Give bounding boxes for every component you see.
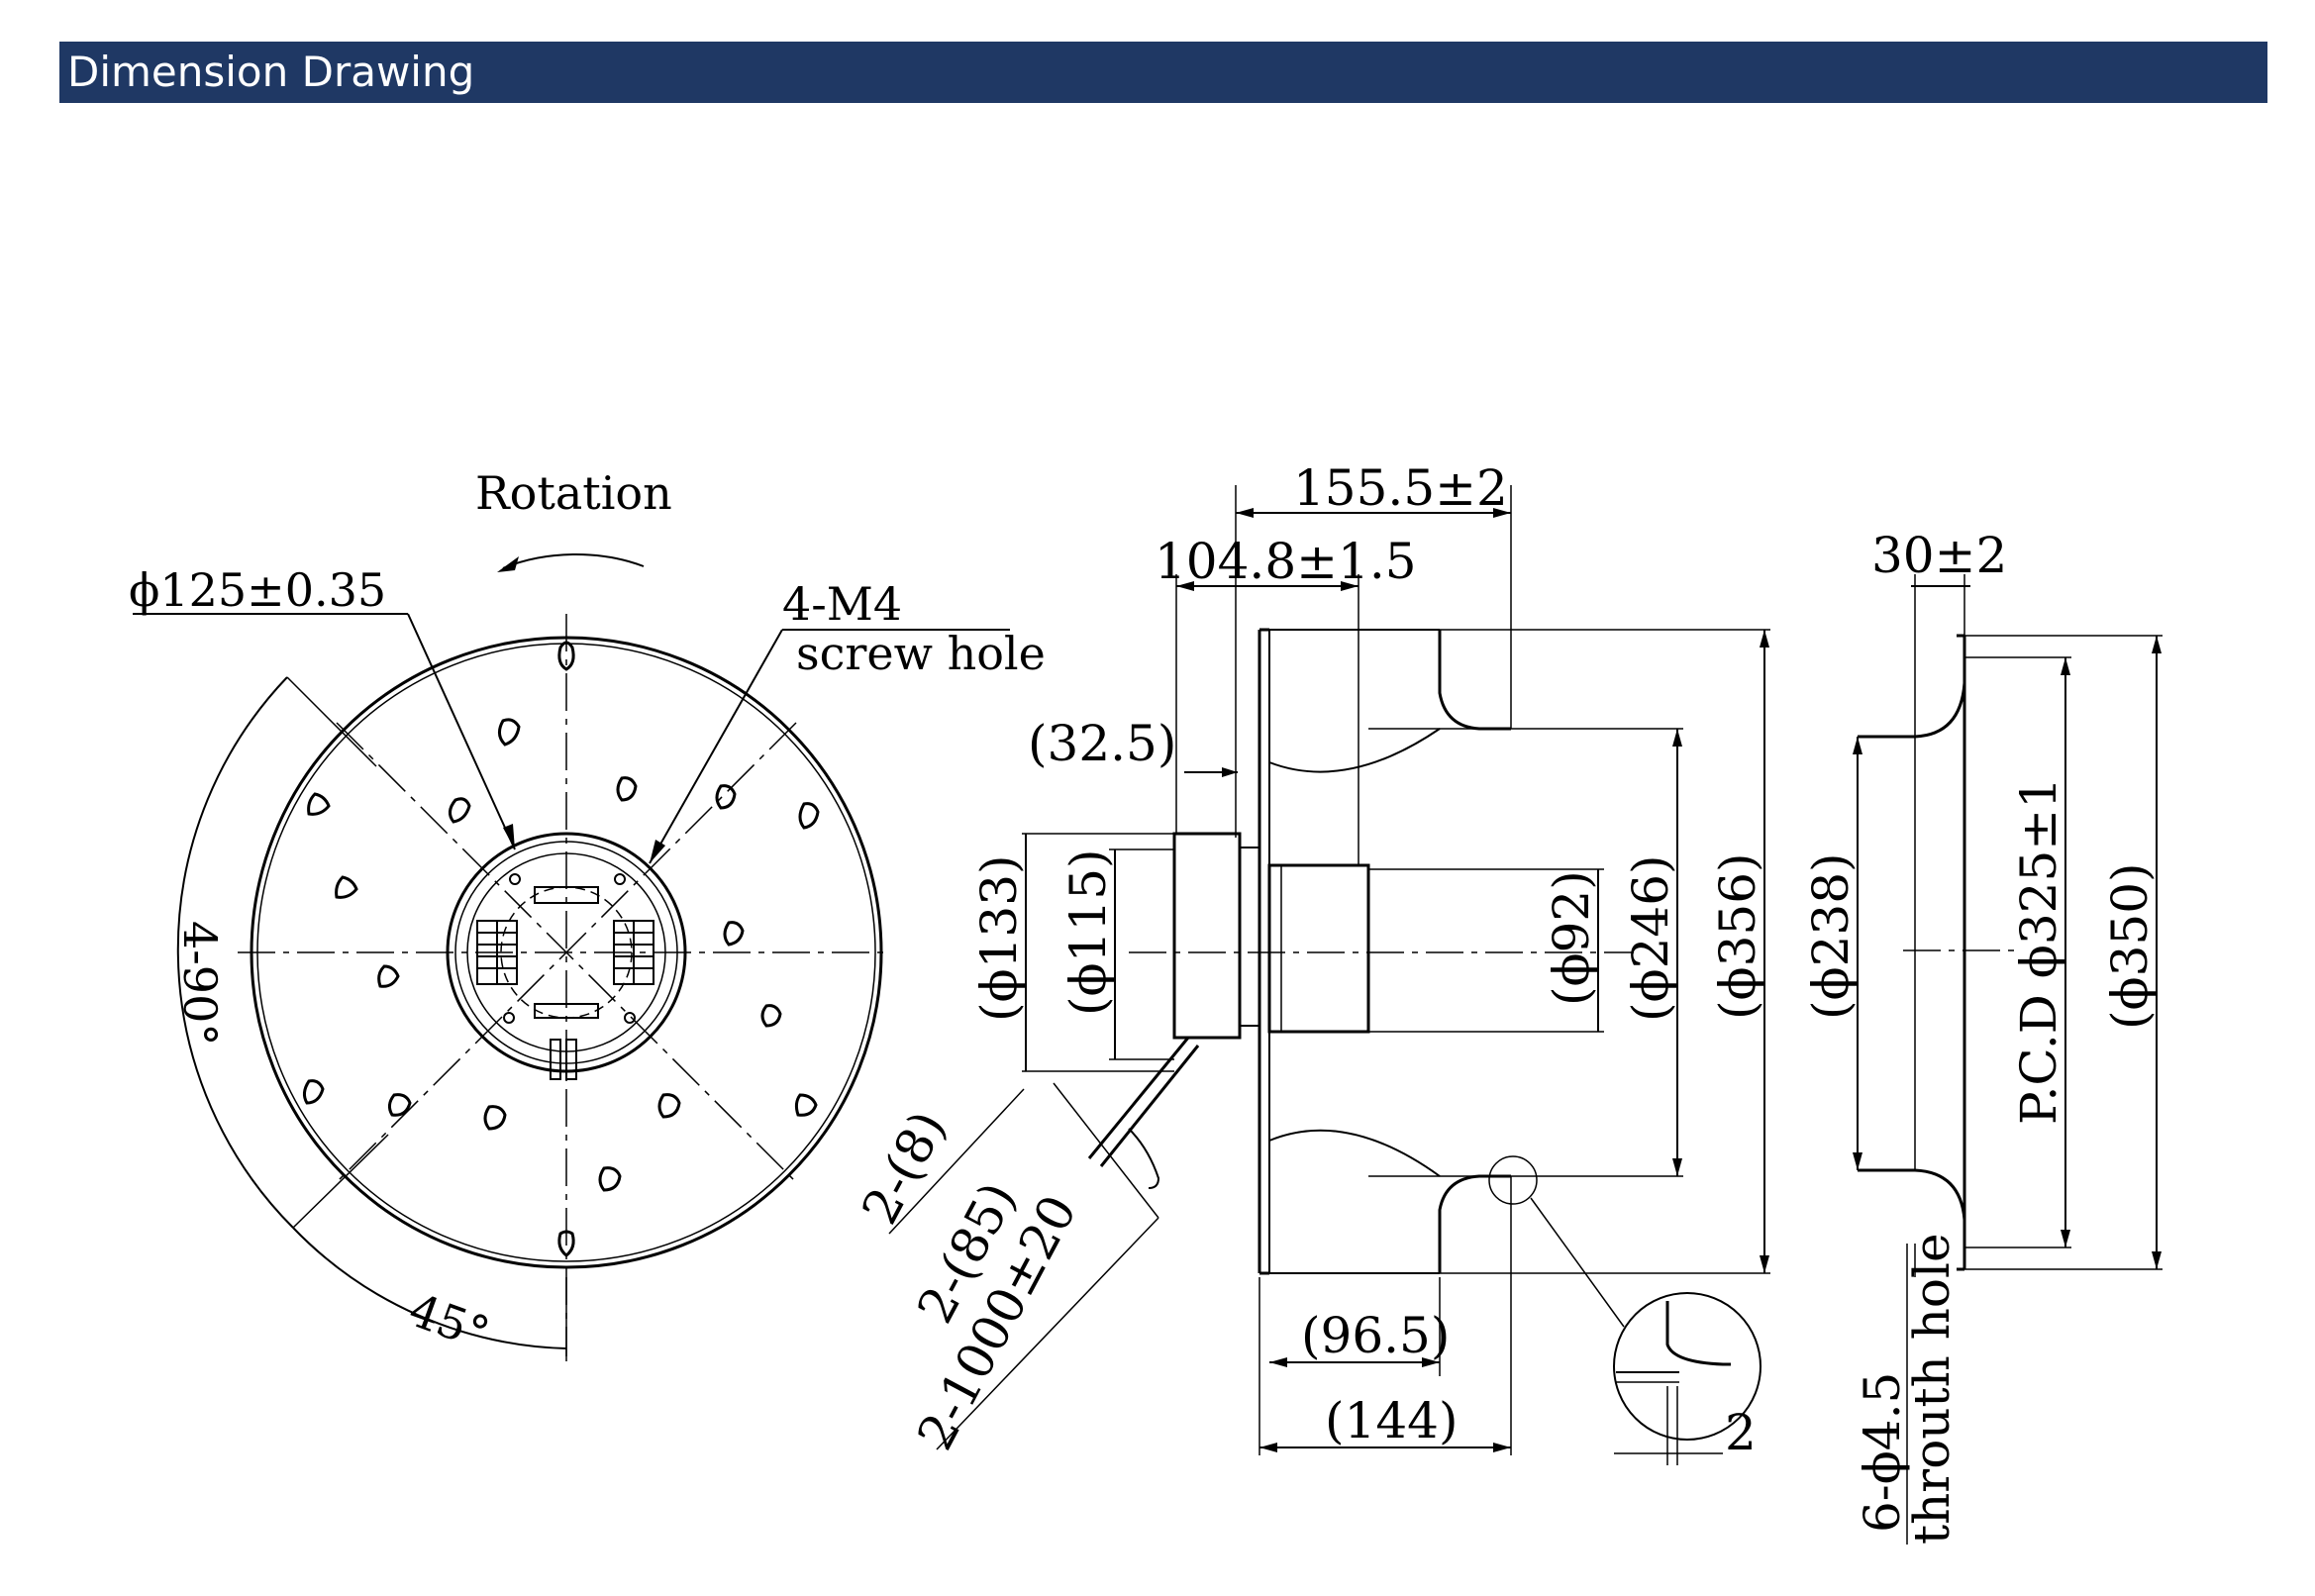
d92-label: (ϕ92)	[1543, 870, 1600, 1006]
hole-desc-label: throuth hole	[1903, 1233, 1961, 1545]
side-view: 155.5±2 104.8±1.5 (32.5) (ϕ133) (ϕ115) (…	[851, 459, 1770, 1465]
ring-width-label: 30±2	[1871, 527, 2007, 584]
overall-length-label: 155.5±2	[1293, 459, 1508, 517]
d96-5-label: (96.5)	[1301, 1307, 1450, 1364]
front-view: Rotation ϕ125±0.35 4-M4 screw hole 4-90°…	[129, 466, 1046, 1361]
hub-electronics	[476, 873, 654, 1080]
angle-45-label: 45°	[402, 1283, 496, 1361]
angle-4x90-label: 4-90°	[173, 921, 227, 1046]
ring-view: 30±2 (ϕ238) P.C.D ϕ325±1 (ϕ350) 6-ϕ4.5 t…	[1802, 527, 2163, 1545]
screw-label: 4-M4	[782, 577, 902, 631]
section-title: Dimension Drawing	[67, 48, 475, 96]
flange-offset-label: (32.5)	[1028, 715, 1176, 772]
section-header: Dimension Drawing	[59, 42, 2267, 103]
rotation-label: Rotation	[475, 466, 672, 520]
pcd-label: P.C.D ϕ325±1	[2010, 777, 2067, 1125]
screw-sub-label: screw hole	[796, 627, 1046, 680]
hole-count-label: 6-ϕ4.5	[1854, 1372, 1911, 1533]
d133-label: (ϕ133)	[970, 854, 1028, 1022]
d144-label: (144)	[1325, 1392, 1458, 1449]
blade-tips	[302, 641, 820, 1257]
detail-2-label: 2	[1725, 1404, 1757, 1461]
motor-length-label: 104.8±1.5	[1155, 533, 1417, 590]
d115-label: (ϕ115)	[1059, 848, 1117, 1016]
d356-label: (ϕ356)	[1709, 852, 1766, 1020]
hub-diameter-label: ϕ125±0.35	[129, 563, 386, 617]
d350-label: (ϕ350)	[2101, 862, 2159, 1030]
d246-label: (ϕ246)	[1622, 854, 1679, 1022]
d238-label: (ϕ238)	[1802, 852, 1860, 1020]
cable-8-label: 2-(8)	[851, 1102, 956, 1234]
